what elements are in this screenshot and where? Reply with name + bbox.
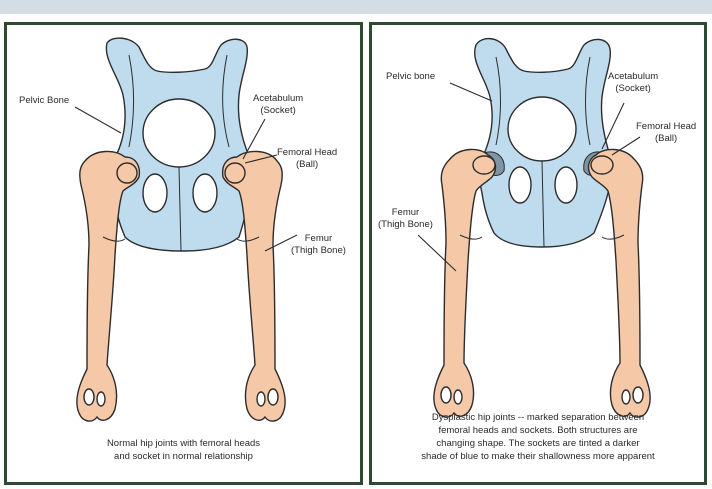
right-femur-condyle-left bbox=[257, 392, 265, 406]
label-femur: Femur (Thigh Bone) bbox=[378, 207, 433, 231]
label-pelvic-bone: Pelvic Bone bbox=[19, 95, 69, 107]
label-femur-line1: Femur bbox=[291, 233, 346, 245]
normal-caption-line1: Normal hip joints with femoral heads bbox=[7, 437, 360, 450]
acetabulum-pointer bbox=[602, 103, 624, 149]
label-femoral-head-line2: (Ball) bbox=[277, 159, 337, 171]
label-acetabulum-line1: Acetabulum bbox=[608, 71, 658, 83]
label-acetabulum: Acetabulum (Socket) bbox=[608, 71, 658, 95]
label-femoral-head-line1: Femoral Head bbox=[277, 147, 337, 159]
left-femur-condyle-left bbox=[84, 389, 94, 405]
label-femoral-head: Femoral Head (Ball) bbox=[277, 147, 337, 171]
normal-caption-line2: and socket in normal relationship bbox=[7, 450, 360, 463]
pelvic-bone-pointer bbox=[75, 107, 121, 133]
label-acetabulum-line2: (Socket) bbox=[608, 83, 658, 95]
pelvic-inlet bbox=[143, 99, 215, 167]
right-femur-condyle-right bbox=[633, 387, 643, 403]
right-femoral-head bbox=[591, 156, 613, 174]
dysplastic-caption-line1: Dysplastic hip joints -- marked separati… bbox=[372, 411, 704, 424]
right-femur-condyle-left bbox=[622, 390, 630, 404]
label-acetabulum-line1: Acetabulum bbox=[253, 93, 303, 105]
right-femoral-head bbox=[225, 163, 245, 183]
label-femur-line2: (Thigh Bone) bbox=[291, 245, 346, 257]
dysplastic-caption-line4: shade of blue to make their shallowness … bbox=[372, 450, 704, 463]
left-femoral-head bbox=[473, 156, 495, 174]
dysplastic-caption-line2: femoral heads and sockets. Both structur… bbox=[372, 424, 704, 437]
dysplastic-hip-panel: Pelvic bone Acetabulum (Socket) Femoral … bbox=[369, 22, 707, 485]
left-femur-condyle-right bbox=[454, 390, 462, 404]
normal-caption: Normal hip joints with femoral heads and… bbox=[7, 437, 360, 463]
left-femur-condyle-right bbox=[97, 392, 105, 406]
label-femoral-head-line1: Femoral Head bbox=[636, 121, 696, 133]
left-obturator-foramen bbox=[143, 174, 167, 212]
right-obturator-foramen bbox=[555, 167, 577, 203]
label-femoral-head: Femoral Head (Ball) bbox=[636, 121, 696, 145]
normal-hip-panel: Pelvic Bone Acetabulum (Socket) Femoral … bbox=[4, 22, 363, 485]
left-obturator-foramen bbox=[509, 167, 531, 203]
label-femoral-head-line2: (Ball) bbox=[636, 133, 696, 145]
label-pelvic-bone: Pelvic bone bbox=[386, 71, 435, 83]
left-femoral-head bbox=[117, 163, 137, 183]
label-femur-line2: (Thigh Bone) bbox=[378, 219, 433, 231]
pelvic-inlet bbox=[508, 97, 576, 161]
top-strip bbox=[0, 0, 712, 14]
label-acetabulum: Acetabulum (Socket) bbox=[253, 93, 303, 117]
label-femur: Femur (Thigh Bone) bbox=[291, 233, 346, 257]
label-femur-line1: Femur bbox=[378, 207, 433, 219]
right-femur-condyle-right bbox=[268, 389, 278, 405]
right-obturator-foramen bbox=[193, 174, 217, 212]
label-acetabulum-line2: (Socket) bbox=[253, 105, 303, 117]
left-femur-condyle-left bbox=[441, 387, 451, 403]
dysplastic-caption-line3: changing shape. The sockets are tinted a… bbox=[372, 437, 704, 450]
dysplastic-caption: Dysplastic hip joints -- marked separati… bbox=[372, 411, 704, 463]
